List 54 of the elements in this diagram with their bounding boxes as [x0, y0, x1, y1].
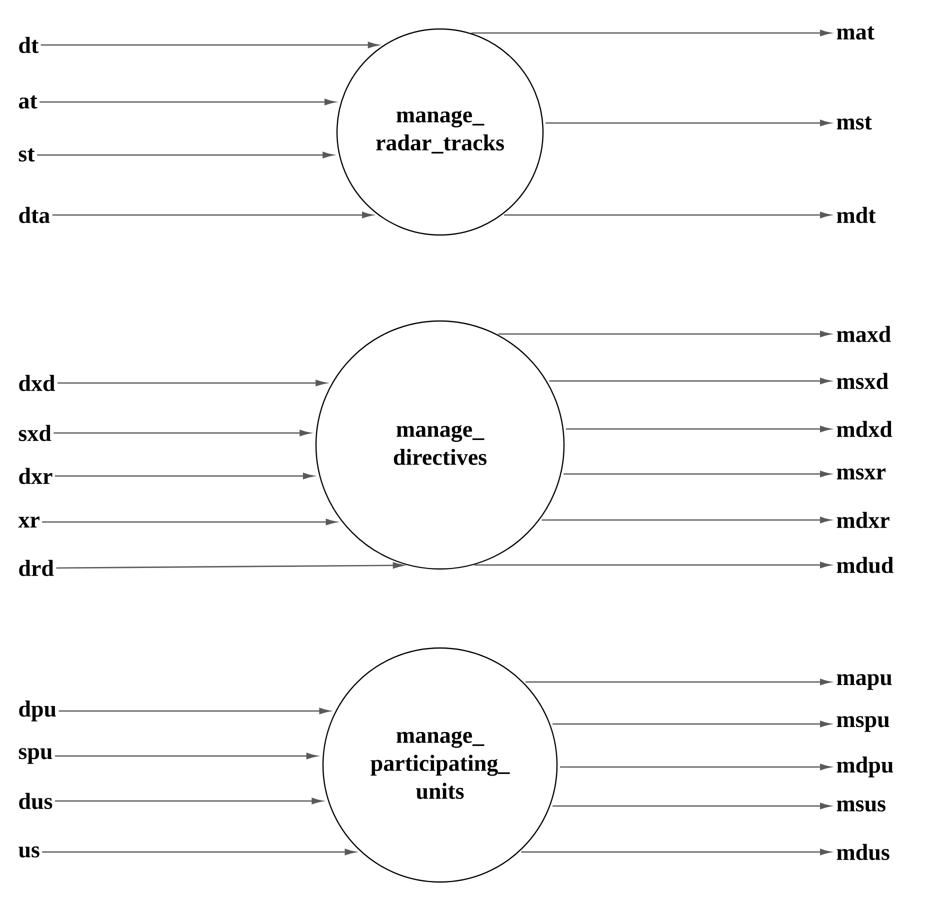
arrow [474, 562, 831, 568]
arrow [37, 152, 334, 158]
arrow [542, 516, 831, 524]
flow-label: drd [19, 560, 54, 576]
flow-label: dt [19, 36, 39, 54]
arrow [58, 380, 326, 386]
flow-label: dpu [19, 700, 56, 722]
arrow [552, 720, 831, 728]
flow-label: spu [18, 748, 52, 764]
flow-label: mdus [836, 844, 890, 860]
flow-label: us [18, 846, 40, 858]
arrow [54, 798, 322, 804]
arrow [525, 678, 831, 686]
arrow [42, 848, 356, 856]
flow-label: mdpu [836, 756, 894, 778]
arrow [546, 120, 831, 126]
arrow [504, 212, 831, 218]
arrow [54, 472, 314, 480]
flow-label: mat [836, 26, 874, 40]
flow-label: msxr [836, 468, 886, 480]
arrow [560, 764, 831, 770]
arrow [564, 470, 831, 478]
flow-label: msus [836, 800, 886, 812]
flow-label: sxd [18, 424, 52, 442]
arrow [549, 378, 831, 384]
arrow [498, 330, 831, 338]
flow-label: dta [19, 206, 50, 224]
flow-label: mapu [836, 674, 892, 690]
arrow [521, 848, 831, 856]
flow-label: mdxd [836, 420, 892, 438]
arrow [40, 98, 336, 106]
flow-label: st [18, 148, 35, 162]
arrow [566, 426, 831, 432]
arrow [52, 212, 373, 218]
flow-label: mdud [836, 556, 894, 574]
flow-label: maxd [836, 326, 891, 342]
flow-label: msxd [836, 372, 888, 390]
flow-label: mst [836, 116, 872, 130]
flow-label: dxr [19, 468, 52, 484]
flow-label: mspu [836, 716, 890, 732]
arrow [56, 562, 404, 569]
arrow [42, 518, 336, 526]
arrow [471, 30, 831, 36]
arrow [552, 802, 831, 810]
arrow [54, 430, 310, 436]
flow-label: dus [19, 792, 52, 810]
flow-label: xr [18, 516, 40, 528]
arrow [54, 752, 318, 760]
arrow [40, 42, 379, 48]
arrow [58, 708, 330, 714]
flow-label: mdt [836, 206, 876, 224]
flow-label: at [18, 95, 38, 109]
flow-label: mdxr [836, 512, 890, 528]
flow-label: dxd [19, 374, 56, 392]
